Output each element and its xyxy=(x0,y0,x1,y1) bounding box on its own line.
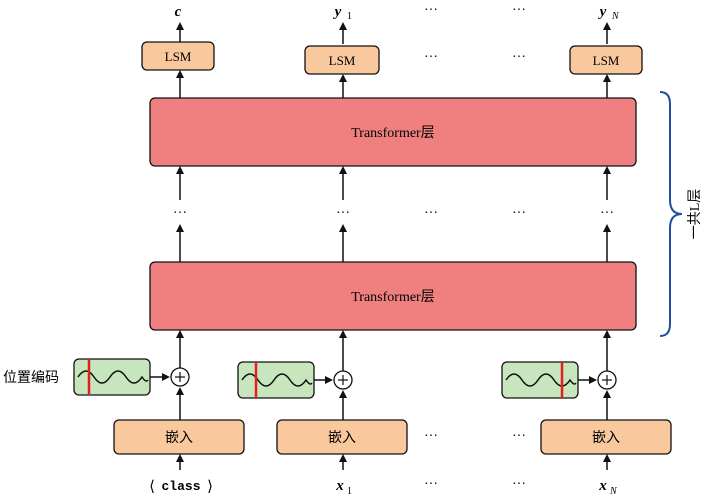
svg-text:LSM: LSM xyxy=(165,49,192,64)
embed-ellipsis-1: ··· xyxy=(424,429,438,444)
layer-brace xyxy=(659,91,683,337)
middle-ellipsis-2: ··· xyxy=(424,206,438,221)
svg-text:1: 1 xyxy=(347,486,352,497)
svg-text:y: y xyxy=(333,4,342,20)
plus-icon-cls xyxy=(170,367,190,387)
svg-text:N: N xyxy=(609,486,618,497)
svg-text:x: x xyxy=(598,478,607,494)
input-ellipsis-1: ··· xyxy=(424,477,438,492)
svg-text:y: y xyxy=(598,4,607,20)
embed-box-cls: 嵌入 xyxy=(113,419,245,455)
svg-text:class: class xyxy=(161,479,200,494)
output-ellipsis-2: ··· xyxy=(512,3,526,18)
output-c: c xyxy=(175,4,182,20)
transformer-layer-bottom: Transformer层 xyxy=(149,261,637,331)
svg-text:嵌入: 嵌入 xyxy=(592,430,620,446)
svg-text:⟩: ⟩ xyxy=(207,479,213,495)
input-xN: x N xyxy=(598,478,618,497)
svg-text:⟨: ⟨ xyxy=(149,479,155,495)
transformer-layer-top: Transformer层 xyxy=(149,97,637,167)
middle-ellipsis-1: ··· xyxy=(336,206,350,221)
lsm-box-y1: LSM xyxy=(304,45,380,75)
svg-text:一共L层: 一共L层 xyxy=(687,189,703,240)
input-class-token: ⟨ class ⟩ xyxy=(149,479,213,495)
pe-box-x1 xyxy=(237,361,315,399)
middle-ellipsis-c: ··· xyxy=(173,206,187,221)
lsm-ellipsis-1: ··· xyxy=(424,50,438,65)
svg-text:1: 1 xyxy=(347,11,352,22)
lsm-box-c: LSM xyxy=(141,41,215,71)
embed-box-x1: 嵌入 xyxy=(276,419,408,455)
svg-text:LSM: LSM xyxy=(593,53,620,68)
output-yN: y N xyxy=(598,4,620,22)
svg-text:N: N xyxy=(611,11,620,22)
lsm-ellipsis-2: ··· xyxy=(512,50,526,65)
plus-icon-xN xyxy=(597,370,617,390)
pe-box-cls xyxy=(73,358,151,396)
svg-text:x: x xyxy=(335,478,344,494)
embed-box-xN: 嵌入 xyxy=(540,419,672,455)
input-ellipsis-2: ··· xyxy=(512,477,526,492)
pe-box-xN xyxy=(501,361,579,399)
position-encoding-label: 位置编码 xyxy=(3,370,59,386)
svg-text:Transformer层: Transformer层 xyxy=(351,126,434,141)
input-x1: x 1 xyxy=(335,478,352,497)
output-ellipsis-1: ··· xyxy=(424,3,438,18)
svg-text:嵌入: 嵌入 xyxy=(165,430,193,446)
layer-count-label: 一共L层 xyxy=(687,189,703,240)
plus-icon-x1 xyxy=(333,370,353,390)
svg-text:嵌入: 嵌入 xyxy=(328,430,356,446)
output-y1: y 1 xyxy=(333,4,352,22)
lsm-box-yN: LSM xyxy=(569,45,643,75)
svg-text:LSM: LSM xyxy=(329,53,356,68)
svg-text:Transformer层: Transformer层 xyxy=(351,290,434,305)
middle-ellipsis-3: ··· xyxy=(512,206,526,221)
embed-ellipsis-2: ··· xyxy=(512,429,526,444)
middle-ellipsis-N: ··· xyxy=(600,206,614,221)
